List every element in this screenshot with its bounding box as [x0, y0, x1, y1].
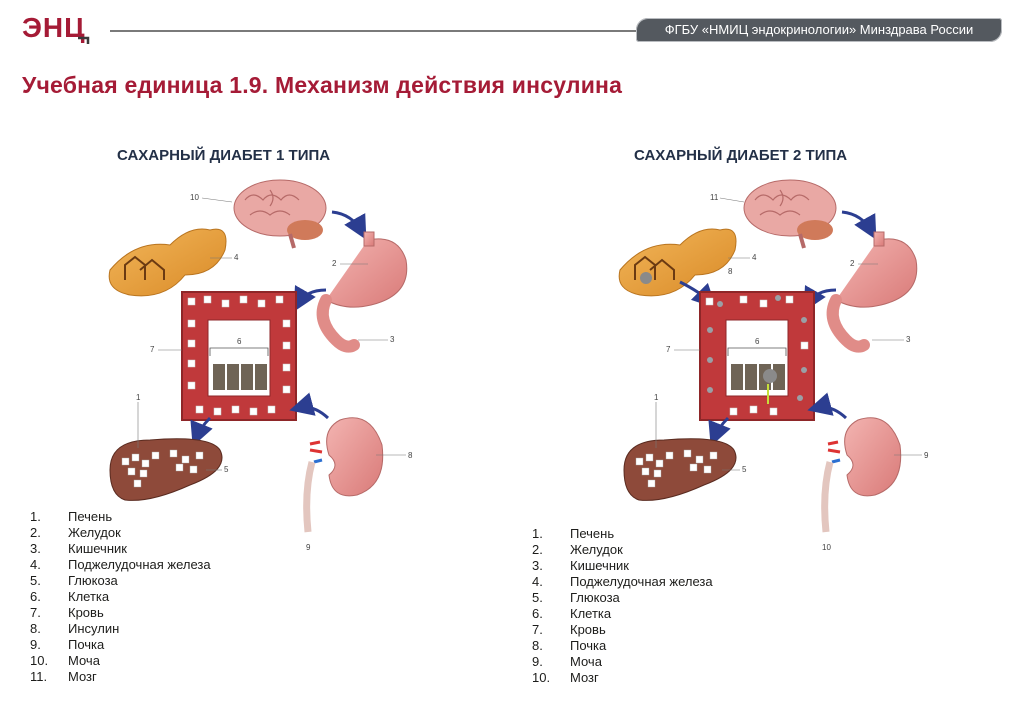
label-intestine: 3 [390, 335, 395, 344]
label-liver: 1 [654, 393, 659, 402]
header-divider [110, 30, 650, 32]
pancreas-icon [619, 229, 736, 296]
enc-logo: ЭНЦ [22, 10, 94, 44]
org-badge: ФГБУ «НМИЦ эндокринологии» Минздрава Рос… [636, 18, 1002, 42]
legend-item: 1.Печень [30, 509, 211, 525]
arrow-kidney-blood [816, 407, 846, 418]
legend-type2: 1.Печень 2.Желудок 3.Кишечник 4.Поджелуд… [532, 526, 713, 686]
label-blood: 7 [150, 345, 155, 354]
legend-item: 2.Желудок [30, 525, 211, 541]
legend-item: 9.Почка [30, 637, 211, 653]
legend-item: 7.Кровь [30, 605, 211, 621]
label-brain: 10 [190, 193, 199, 202]
liver-icon [110, 439, 222, 501]
label-kidney: 8 [408, 451, 413, 460]
label-urine: 9 [306, 543, 311, 552]
arrow-brain-stomach [842, 212, 872, 232]
label-glucose: 5 [742, 465, 747, 474]
legend-item: 3.Кишечник [532, 558, 713, 574]
legend-item: 3.Кишечник [30, 541, 211, 557]
legend-item: 2.Желудок [532, 542, 713, 558]
liver-icon [624, 439, 736, 501]
label-stomach: 2 [850, 259, 855, 268]
legend-item: 11.Мозг [30, 669, 211, 685]
kidney-icon [825, 418, 901, 532]
label-brain: 11 [710, 193, 719, 202]
legend-type1: 1.Печень 2.Желудок 3.Кишечник 4.Поджелуд… [30, 509, 211, 685]
brain-icon [234, 180, 326, 248]
arrow-brain-stomach [332, 212, 362, 232]
logo-text: ЭНЦ [22, 12, 86, 43]
label-blood: 7 [666, 345, 671, 354]
legend-item: 4.Поджелудочная железа [30, 557, 211, 573]
legend-item: 6.Клетка [532, 606, 713, 622]
blood-vessel-frame [700, 292, 814, 420]
diabetes-type1-diagram: 10 2 3 4 7 6 [100, 170, 430, 555]
page-title: Учебная единица 1.9. Механизм действия и… [22, 72, 622, 99]
label-intestine: 3 [906, 335, 911, 344]
legend-item: 10.Мозг [532, 670, 713, 686]
label-urine: 10 [822, 543, 831, 552]
legend-item: 1.Печень [532, 526, 713, 542]
brain-icon [744, 180, 836, 248]
label-kidney: 9 [924, 451, 929, 460]
label-liver: 1 [136, 393, 141, 402]
label-stomach: 2 [332, 259, 337, 268]
legend-item: 9.Моча [532, 654, 713, 670]
label-cell: 6 [237, 337, 242, 346]
kidney-icon [307, 418, 383, 532]
legend-item: 7.Кровь [532, 622, 713, 638]
label-cell: 6 [755, 337, 760, 346]
pancreas-icon [109, 229, 226, 296]
stomach-icon [323, 232, 407, 347]
legend-item: 5.Глюкоза [30, 573, 211, 589]
legend-item: 5.Глюкоза [532, 590, 713, 606]
panel-2-subtitle: САХАРНЫЙ ДИАБЕТ 2 ТИПА [634, 147, 847, 164]
arrow-kidney-blood [298, 407, 328, 418]
diabetes-type2-diagram: 11 2 3 4 8 7 [610, 170, 940, 555]
label-glucose: 5 [224, 465, 229, 474]
legend-item: 10.Моча [30, 653, 211, 669]
legend-item: 4.Поджелудочная железа [532, 574, 713, 590]
label-pancreas: 4 [234, 253, 239, 262]
label-insulin: 8 [728, 267, 733, 276]
panel-1-subtitle: САХАРНЫЙ ДИАБЕТ 1 ТИПА [117, 147, 330, 164]
legend-item: 8.Почка [532, 638, 713, 654]
stomach-icon [833, 232, 917, 347]
blood-vessel-frame [182, 292, 296, 420]
legend-item: 6.Клетка [30, 589, 211, 605]
label-pancreas: 4 [752, 253, 757, 262]
legend-item: 8.Инсулин [30, 621, 211, 637]
